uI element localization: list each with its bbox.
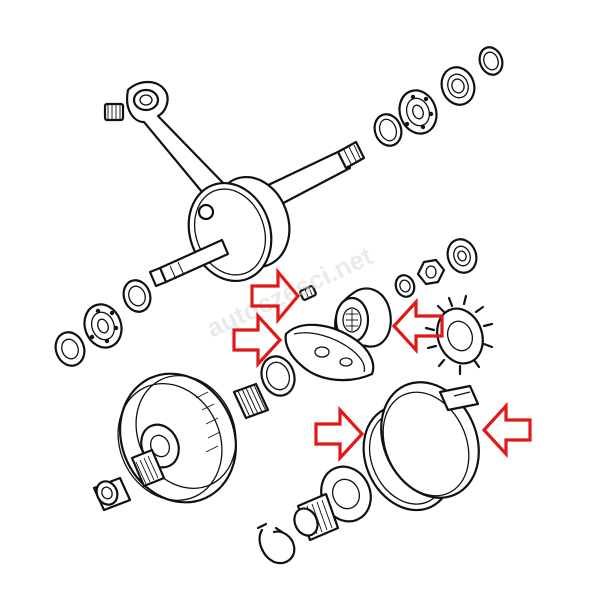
pinion — [293, 465, 372, 542]
washer-thin — [260, 355, 296, 397]
bushing — [92, 476, 132, 512]
highlight-arrow-woodruff-key — [250, 267, 301, 325]
drive-gear — [334, 287, 392, 348]
bearing-mid — [446, 238, 478, 274]
washer-small-mid — [394, 274, 416, 298]
clutch-shoe — [284, 323, 375, 382]
clutch-bell — [117, 372, 238, 504]
lock-nut — [416, 258, 446, 286]
washer-right-small — [373, 113, 403, 147]
highlight-arrow-drive-gear — [391, 297, 444, 355]
circlip — [256, 522, 296, 565]
woodruff-key — [299, 285, 317, 301]
washer-left — [122, 279, 152, 313]
main-bearing-right — [398, 89, 438, 135]
highlight-arrow-clutch-drum — [481, 401, 532, 459]
highlight-arrow-spring-ring — [314, 405, 365, 463]
connecting-rod — [126, 80, 230, 206]
clutch-drum — [380, 381, 480, 499]
highlight-arrow-clutch-shoe — [232, 311, 283, 369]
crankshaft — [148, 140, 366, 288]
needle-bearing-large — [232, 382, 270, 420]
needle-bearing-small — [103, 102, 125, 122]
main-bearing-left — [83, 303, 123, 349]
oil-seal-right — [440, 66, 476, 106]
washer-right-outer — [478, 46, 504, 76]
oil-seal-left — [54, 331, 86, 367]
tab-washer — [424, 294, 494, 376]
